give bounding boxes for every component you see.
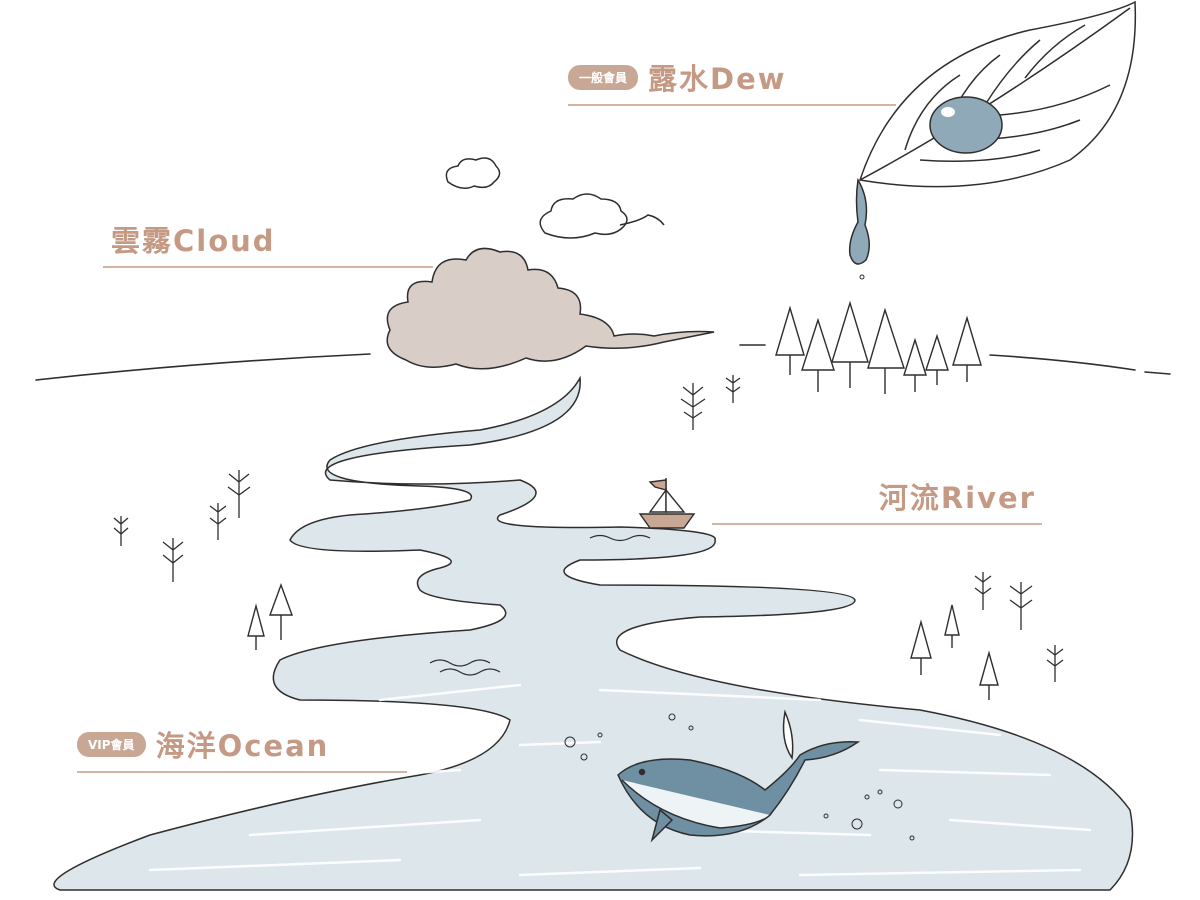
whale-icon [617, 709, 861, 843]
tier-name: 露水Dew [648, 62, 787, 96]
cloud-icon [386, 247, 715, 370]
tier-dew: 一般會員 露水Dew [568, 56, 896, 106]
horizon-line [35, 344, 1171, 381]
dew-drop-icon [848, 96, 1003, 280]
member-badge: 一般會員 [568, 64, 639, 90]
member-badge: VIP會員 [77, 731, 146, 757]
tier-river: 河流River [712, 475, 1042, 525]
tier-ocean: VIP會員 海洋Ocean [77, 723, 407, 773]
water-ripple-icon [429, 534, 651, 676]
tier-cloud: 雲霧Cloud [103, 218, 433, 268]
tier-name: 海洋Ocean [155, 729, 330, 763]
river-water [53, 375, 1134, 891]
cloud-icon [445, 157, 665, 239]
tier-name: 雲霧Cloud [111, 224, 276, 258]
bare-tree-icon [113, 375, 1064, 682]
bubble-icon [564, 713, 915, 841]
tier-name: 河流River [878, 481, 1036, 515]
tree-icon [247, 300, 999, 700]
leaf-icon [859, 0, 1137, 188]
sailboat-icon [638, 478, 696, 529]
